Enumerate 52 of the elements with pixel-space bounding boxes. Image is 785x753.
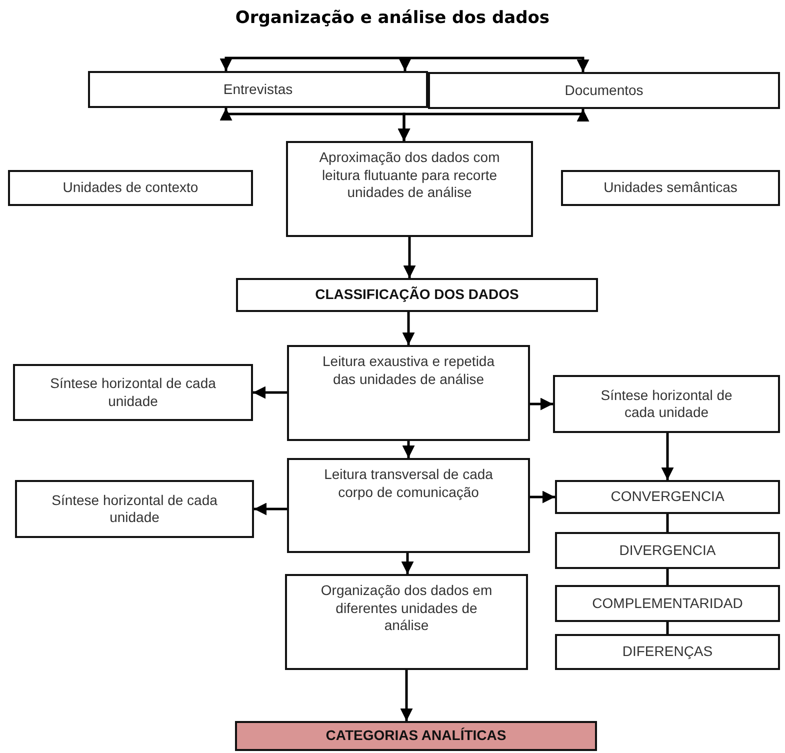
box-label: CLASSIFICAÇÃO DOS DADOS (315, 286, 519, 304)
arrow (220, 56, 405, 71)
process-box (13, 364, 253, 421)
process-box (287, 345, 530, 441)
process-box (555, 585, 780, 622)
box-label: Unidades de contexto (62, 179, 198, 197)
box-label: Leitura exaustiva e repetida das unidades de análise (322, 353, 496, 388)
box-label: Entrevistas (223, 80, 293, 98)
process-box (8, 170, 253, 206)
process-box (286, 141, 533, 237)
box-label: Síntese horizontal de cada unidade (49, 375, 217, 410)
connector-line (666, 622, 669, 634)
arrow (400, 670, 413, 721)
box-label: Documentos (564, 82, 644, 100)
box-label: Aproximação dos dados com leitura flutuante para recorte unidades de análise (318, 149, 501, 202)
connector-line (666, 569, 669, 585)
box-label: Organização dos dados em diferentes unidades de análise (320, 582, 494, 634)
arrow (661, 433, 674, 480)
box-label: DIVERGENCIA (619, 542, 716, 560)
arrow (401, 553, 414, 574)
box-label: DIFERENÇAS (622, 643, 713, 661)
process-box (555, 634, 780, 670)
highlighted-box (235, 721, 597, 751)
arrow (398, 58, 412, 71)
arrow (530, 398, 553, 410)
process-box (287, 458, 530, 553)
diagram-title: Organização e análise dos dados (234, 8, 551, 28)
box-label: Síntese horizontal de cada unidade (600, 386, 734, 422)
box-label: Unidades semânticas (604, 179, 738, 197)
process-box (285, 574, 528, 670)
arrow (403, 237, 416, 278)
arrow (253, 386, 287, 399)
process-box (236, 278, 598, 312)
arrow (402, 441, 415, 458)
arrow (405, 56, 590, 72)
arrow (402, 312, 415, 345)
arrow (530, 490, 555, 504)
process-box (15, 480, 254, 538)
process-box (555, 532, 780, 569)
box-label: CONVERGENCIA (610, 488, 724, 506)
process-box (553, 375, 780, 433)
process-box (561, 170, 780, 206)
box-label: Leitura transversal de cada corpo de comunicação (323, 466, 494, 501)
box-label: COMPLEMENTARIDAD (592, 594, 743, 612)
arrow (254, 502, 287, 516)
arrow (398, 109, 590, 141)
process-box (88, 71, 428, 108)
process-box (555, 480, 780, 514)
box-label: CATEGORIAS ANALÍTICAS (326, 727, 506, 745)
process-box (428, 72, 780, 109)
connector-line (666, 514, 669, 532)
box-label: Síntese horizontal de cada unidade (50, 492, 218, 526)
